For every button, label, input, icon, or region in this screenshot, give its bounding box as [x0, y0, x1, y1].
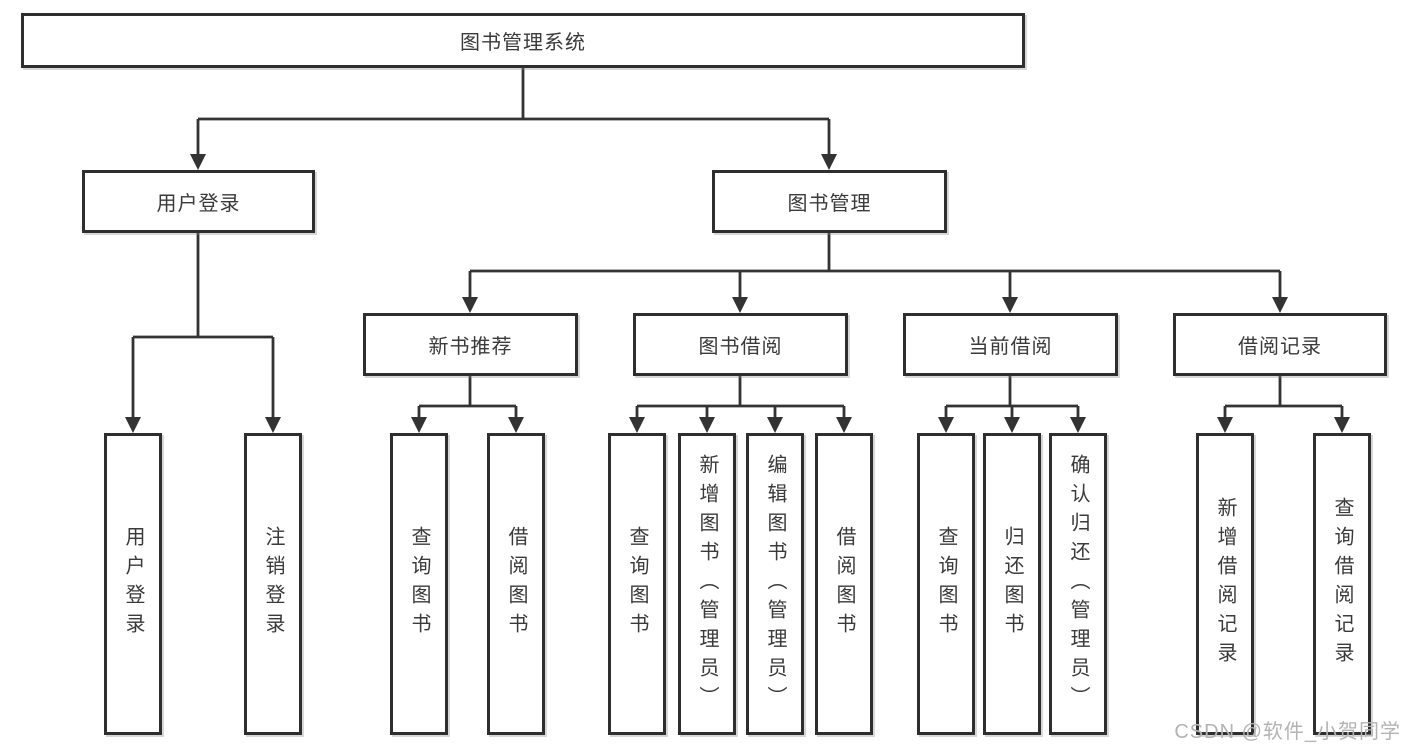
leaf-query-books-current: 查询图书 [917, 433, 975, 735]
leaf-label: 编辑图书（管理员） [764, 453, 786, 715]
csdn-watermark: CSDN @软件_小贺同学 [1174, 721, 1401, 743]
node-user-login: 用户登录 [82, 170, 315, 233]
leaf-query-borrow-record: 查询借阅记录 [1313, 433, 1371, 735]
leaf-query-books-newbooks: 查询图书 [390, 433, 448, 735]
node-borrow-records: 借阅记录 [1173, 313, 1387, 376]
node-current-borrowing: 当前借阅 [903, 313, 1118, 376]
leaf-label: 查询图书 [626, 526, 648, 642]
leaf-label: 新增借阅记录 [1214, 497, 1236, 671]
node-new-book-recommend: 新书推荐 [363, 313, 578, 376]
leaf-edit-books-admin: 编辑图书（管理员） [746, 433, 804, 735]
node-book-management: 图书管理 [712, 170, 947, 233]
leaf-logout: 注销登录 [244, 433, 302, 735]
leaf-label: 归还图书 [1001, 526, 1023, 642]
node-book-borrowing: 图书借阅 [633, 313, 848, 376]
leaf-borrow-books-newbooks: 借阅图书 [487, 433, 545, 735]
leaf-label: 查询图书 [935, 526, 957, 642]
leaf-label: 借阅图书 [833, 526, 855, 642]
leaf-label: 查询借阅记录 [1331, 497, 1353, 671]
leaf-confirm-return-admin: 确认归还（管理员） [1049, 433, 1107, 735]
leaf-label: 确认归还（管理员） [1067, 453, 1089, 715]
leaf-add-borrow-record: 新增借阅记录 [1196, 433, 1254, 735]
leaf-label: 借阅图书 [505, 526, 527, 642]
leaf-user-login: 用户登录 [104, 433, 162, 735]
leaf-label: 查询图书 [408, 526, 430, 642]
leaf-label: 用户登录 [122, 526, 144, 642]
leaf-return-books: 归还图书 [983, 433, 1041, 735]
leaf-query-books-borrowing: 查询图书 [608, 433, 666, 735]
leaf-label: 注销登录 [262, 526, 284, 642]
node-library-system: 图书管理系统 [21, 13, 1025, 68]
leaf-borrow-books-borrowing: 借阅图书 [815, 433, 873, 735]
leaf-label: 新增图书（管理员） [696, 453, 718, 715]
arrowheads [125, 154, 1350, 433]
leaf-add-books-admin: 新增图书（管理员） [678, 433, 736, 735]
